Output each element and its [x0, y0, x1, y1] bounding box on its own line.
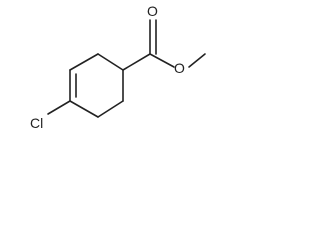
methyl-bond [188, 53, 206, 68]
atom-label-chlorine: Cl [30, 115, 43, 131]
ring-bond-c6-c1 [97, 53, 124, 71]
ring-to-carbonyl-bond [122, 53, 151, 71]
ring-bond-c3-c4 [69, 100, 99, 118]
atom-label-carbonyl-oxygen: O [147, 3, 158, 19]
ring-bond-c2-c3 [97, 100, 124, 118]
ring-bond-c5-c6 [69, 53, 99, 71]
ester-oxygen-bond [149, 53, 175, 68]
atom-label-ester-oxygen: O [174, 60, 185, 76]
chlorine-bond [47, 100, 71, 115]
structure-canvas: O O Cl [0, 0, 226, 138]
molecule-structure: O O Cl [30, 3, 206, 131]
